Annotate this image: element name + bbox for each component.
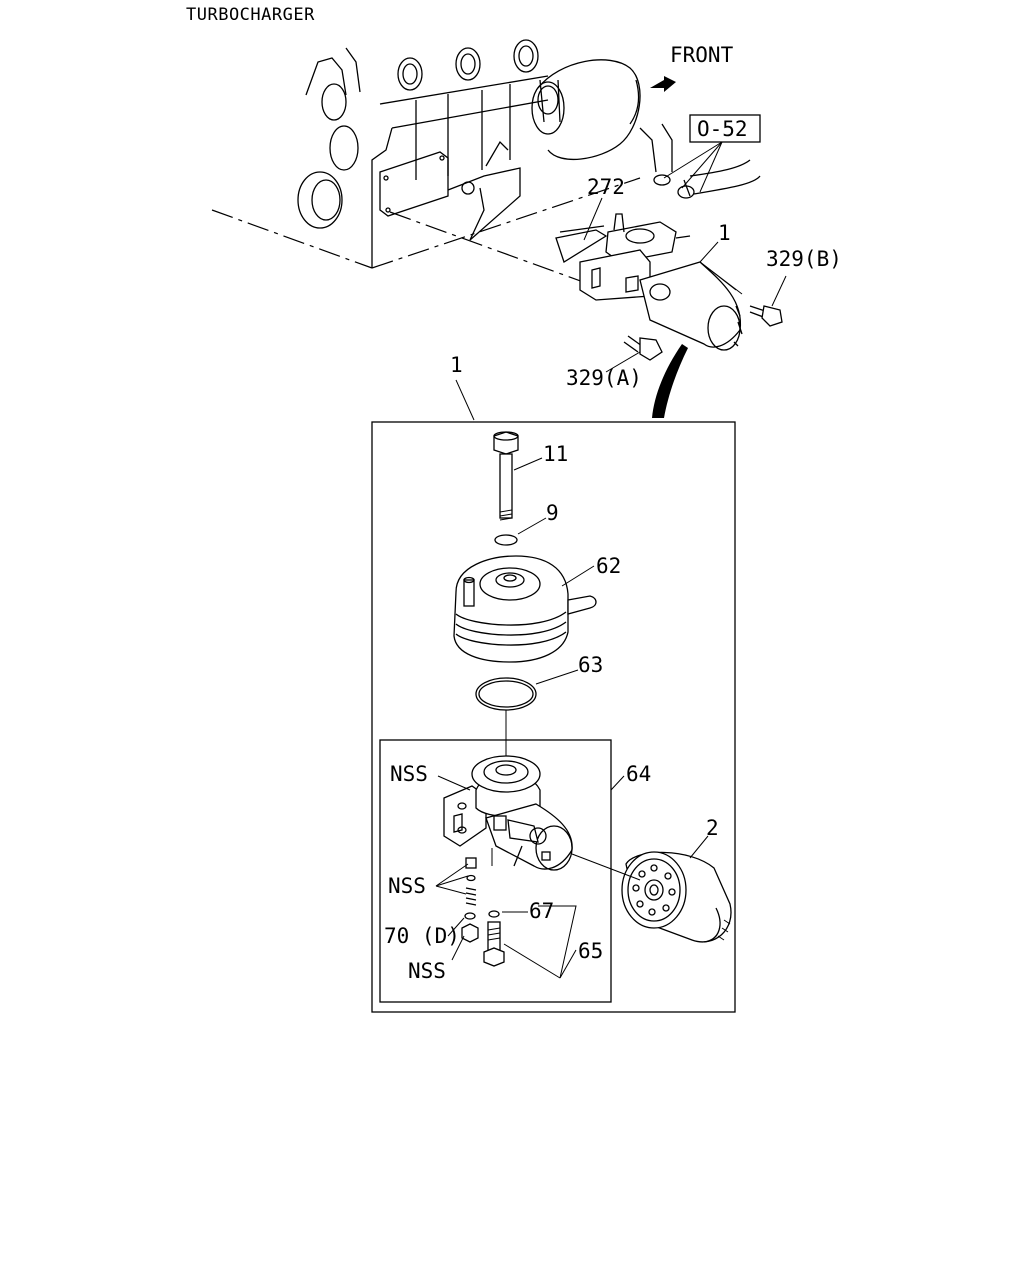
hollow-bolt-11: [493, 431, 519, 521]
detail-arrow: [652, 344, 688, 418]
callout-1-top: 1: [718, 221, 731, 245]
bolt-329a: [623, 335, 663, 361]
callout-11: 11: [543, 442, 568, 466]
callout-70d: 70 (D): [384, 924, 460, 948]
washer-9: [494, 534, 518, 546]
relief-valve-parts: [461, 857, 479, 943]
reference-box-label: O-52: [697, 117, 748, 141]
diagram-title: TURBOCHARGER: [186, 5, 315, 25]
callout-1-box: 1: [450, 353, 463, 377]
callout-2: 2: [706, 816, 719, 840]
front-direction-arrow: FRONT: [650, 43, 734, 92]
oil-filter-2: [621, 851, 732, 943]
washer-67: [488, 910, 500, 918]
callout-nss-body: NSS: [390, 762, 428, 786]
callout-329b: 329(B): [766, 247, 842, 271]
engine-block-drawing: [211, 39, 761, 289]
callout-67: 67: [529, 899, 554, 923]
reference-box[interactable]: O-52: [663, 114, 761, 193]
callout-64: 64: [626, 762, 651, 786]
callout-329a: 329(A): [566, 366, 642, 390]
bolt-329b: [749, 305, 783, 327]
callout-65: 65: [578, 939, 603, 963]
callout-63: 63: [578, 653, 603, 677]
oil-cooler-62: [453, 555, 597, 663]
callout-nss-plug: NSS: [408, 959, 446, 983]
o-ring-63: [475, 677, 537, 711]
plug-65: [483, 921, 505, 967]
callout-nss-valve: NSS: [388, 874, 426, 898]
filter-body-box-64: [379, 739, 612, 1003]
front-label: FRONT: [670, 43, 734, 67]
callout-62: 62: [596, 554, 621, 578]
oil-cooler-assembly-installed: [555, 213, 743, 351]
callout-272: 272: [587, 175, 625, 199]
filter-body: [443, 755, 573, 871]
detail-box: [371, 421, 736, 1013]
callout-9: 9: [546, 501, 559, 525]
